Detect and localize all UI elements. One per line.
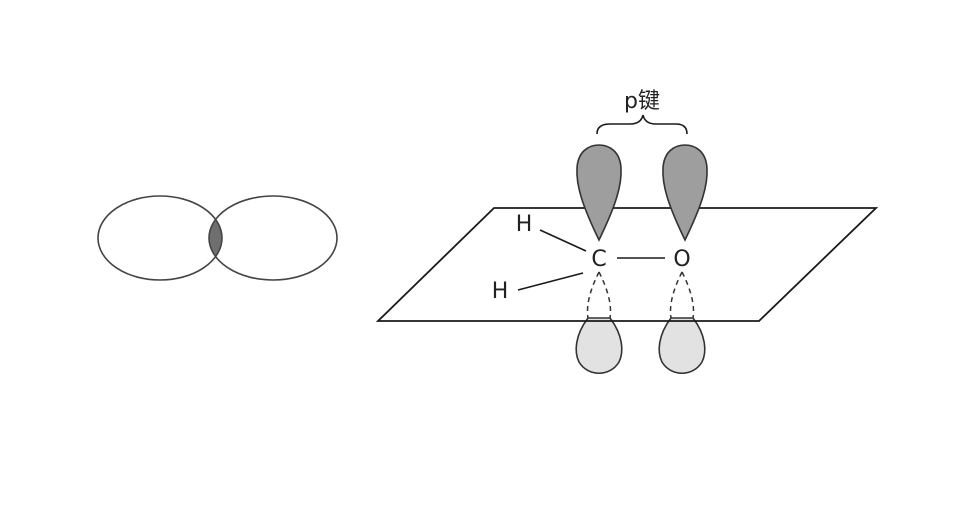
orbital-overlap-figure bbox=[97, 195, 338, 281]
pi-bond-figure: p键 H H C O bbox=[375, 89, 879, 375]
hydrogen-top-label: H bbox=[516, 212, 533, 237]
right-orbital bbox=[208, 195, 338, 281]
oxygen-upper-lobe bbox=[662, 144, 708, 242]
pi-bond-label: p键 bbox=[624, 89, 660, 114]
left-orbital bbox=[97, 195, 223, 281]
oxygen-lower-lobe-hidden bbox=[669, 271, 695, 319]
oxygen-lower-lobe bbox=[658, 317, 706, 375]
carbon-label: C bbox=[591, 247, 606, 272]
bond-h-bottom-c bbox=[517, 272, 584, 291]
hydrogen-bottom-label: H bbox=[492, 279, 509, 304]
molecular-plane bbox=[375, 207, 879, 322]
carbon-lower-lobe-hidden bbox=[586, 271, 612, 319]
oxygen-label: O bbox=[673, 247, 690, 272]
pi-bond-brace bbox=[596, 114, 688, 135]
carbon-upper-lobe bbox=[576, 144, 622, 242]
bond-h-top-c bbox=[539, 229, 587, 252]
carbon-lower-lobe bbox=[575, 317, 623, 375]
